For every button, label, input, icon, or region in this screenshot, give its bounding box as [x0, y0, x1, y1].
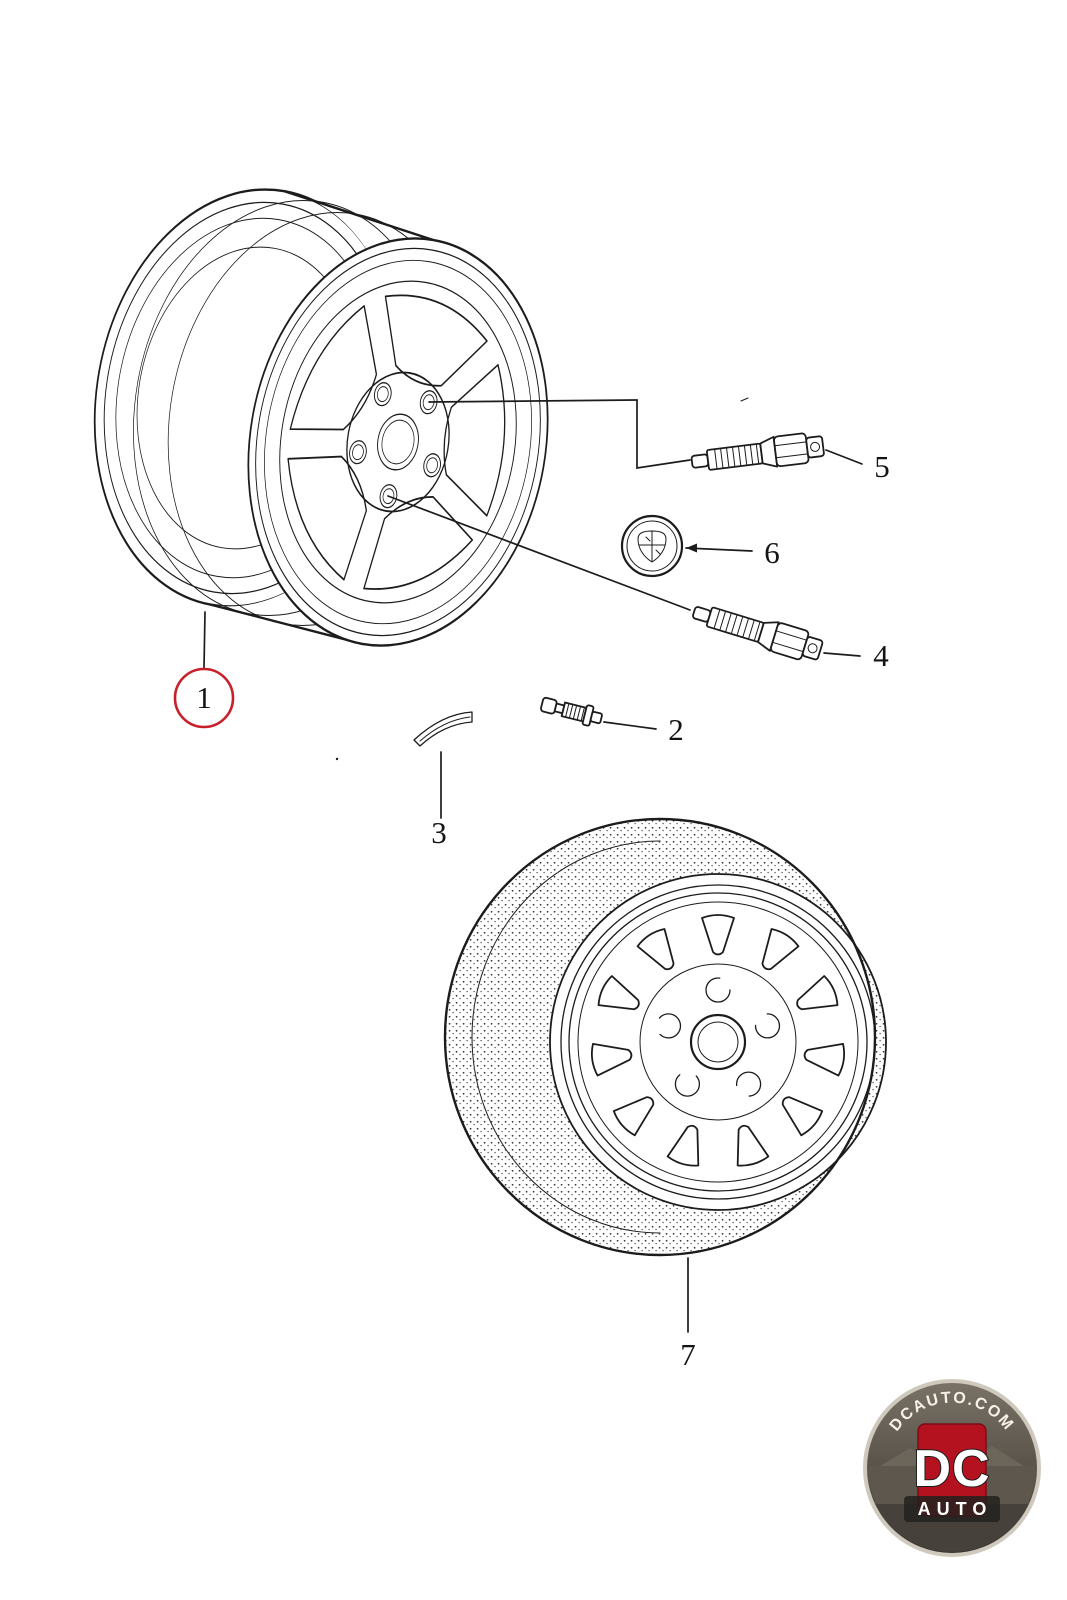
logo-dc-text: DC	[913, 1440, 990, 1498]
barrel-top-edge	[283, 189, 435, 242]
leader-line-bolt-5	[428, 399, 691, 469]
alloy-wheel-drawing	[93, 188, 549, 647]
scan-speck-2	[335, 757, 339, 761]
dcauto-logo: DCAUTO.COM DC AUTO	[863, 1379, 1041, 1557]
scan-speck-1	[740, 397, 749, 402]
part-label-4: 4	[873, 638, 889, 673]
hub-cap-drawing	[620, 514, 684, 578]
leader-line-bolt-4	[387, 495, 691, 611]
valve-drawing	[540, 696, 603, 727]
spoke-cutouts	[287, 294, 506, 590]
label-line-4	[823, 652, 861, 657]
part-label-2: 2	[668, 712, 684, 747]
balance-weight-drawing	[413, 711, 473, 747]
spare-lug-holes	[655, 977, 781, 1097]
logo-auto-text: AUTO	[918, 1499, 993, 1519]
label-line-2	[603, 721, 657, 730]
spare-rim	[549, 873, 887, 1211]
arrowhead-6	[686, 543, 697, 553]
spare-center-bore-inner	[697, 1021, 739, 1063]
part-label-6: 6	[764, 535, 780, 570]
tire-stipple	[445, 819, 886, 1255]
part-label-1: 1	[196, 680, 212, 715]
wheel-center-bore	[381, 419, 415, 465]
part-label-3: 3	[431, 815, 447, 850]
logo-auto-band	[904, 1496, 1000, 1522]
spare-wheel-drawing	[443, 817, 887, 1257]
wheel-center-cap-seat	[377, 413, 419, 471]
part-label-5: 5	[874, 449, 890, 484]
wheel-bolt-4-drawing	[692, 606, 824, 661]
hub-dish	[639, 963, 797, 1121]
wheel-bolt-5-drawing	[690, 432, 825, 471]
part-1-highlight-circle	[173, 667, 235, 729]
spare-center-bore	[689, 1013, 747, 1071]
wheel-bolt-holes	[349, 382, 442, 509]
label-line-1	[203, 611, 206, 669]
wheel-hub	[346, 371, 450, 513]
label-line-5	[825, 449, 863, 465]
part-label-7: 7	[680, 1337, 696, 1372]
rim-vent-holes	[590, 914, 846, 1167]
crest-icon	[637, 530, 667, 563]
wheel-front-face	[247, 237, 549, 647]
